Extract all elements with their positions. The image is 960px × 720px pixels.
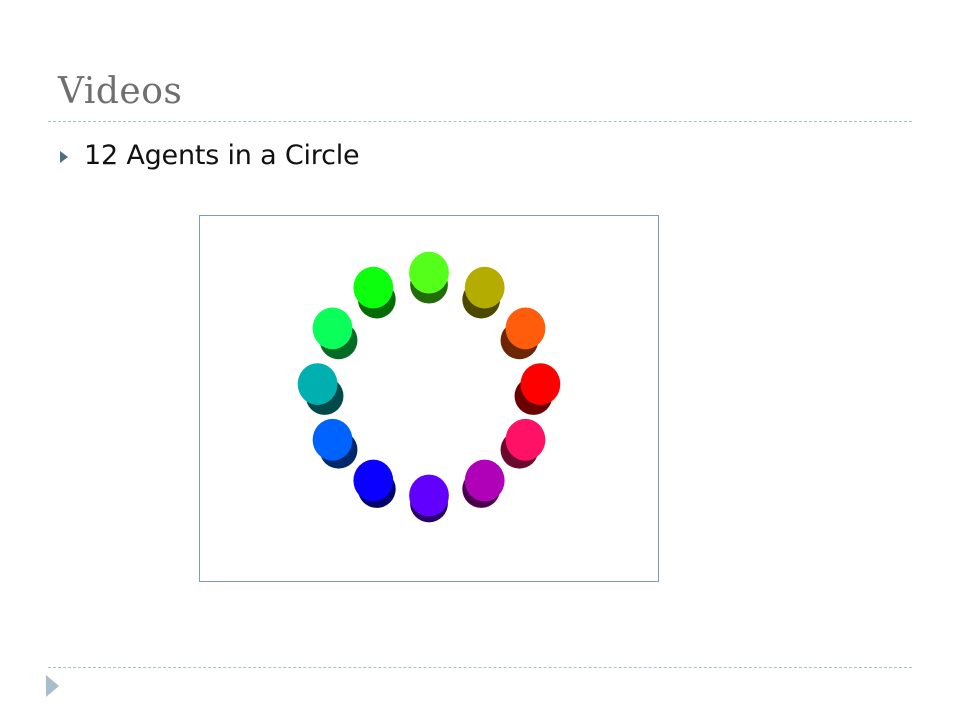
agent-1-top <box>409 251 449 294</box>
agent-5 <box>500 418 546 469</box>
agent-12 <box>353 266 396 319</box>
video-frame[interactable] <box>199 215 659 582</box>
agent-3 <box>500 307 546 360</box>
title-divider <box>48 121 912 122</box>
agent-9 <box>312 418 358 469</box>
slide-title: Videos <box>58 71 183 112</box>
agent-5-top <box>505 418 546 461</box>
agent-3-top <box>505 307 546 350</box>
agent-4 <box>514 363 561 415</box>
agent-7 <box>409 474 449 523</box>
agent-7-top <box>409 474 449 517</box>
triangle-nav-icon[interactable] <box>46 675 59 697</box>
agent-11-top <box>312 307 353 350</box>
bullet-item: 12 Agents in a Circle <box>60 140 360 171</box>
agent-6-top <box>464 459 505 502</box>
agent-8-top <box>353 459 394 502</box>
agent-2 <box>462 266 505 319</box>
agent-10 <box>297 363 344 415</box>
agent-12-top <box>353 266 394 309</box>
agent-9-top <box>312 418 353 461</box>
agent-8 <box>353 459 396 508</box>
bullet-text: 12 Agents in a Circle <box>84 140 360 171</box>
agent-11 <box>312 307 358 360</box>
triangle-bullet-icon <box>60 150 68 163</box>
agent-4-top <box>520 363 561 405</box>
agent-10-top <box>297 363 338 405</box>
agent-2-top <box>464 266 505 309</box>
agents-circle-video <box>297 251 561 523</box>
agent-1 <box>409 251 449 304</box>
footer-divider <box>48 667 912 668</box>
agent-6 <box>462 459 505 508</box>
